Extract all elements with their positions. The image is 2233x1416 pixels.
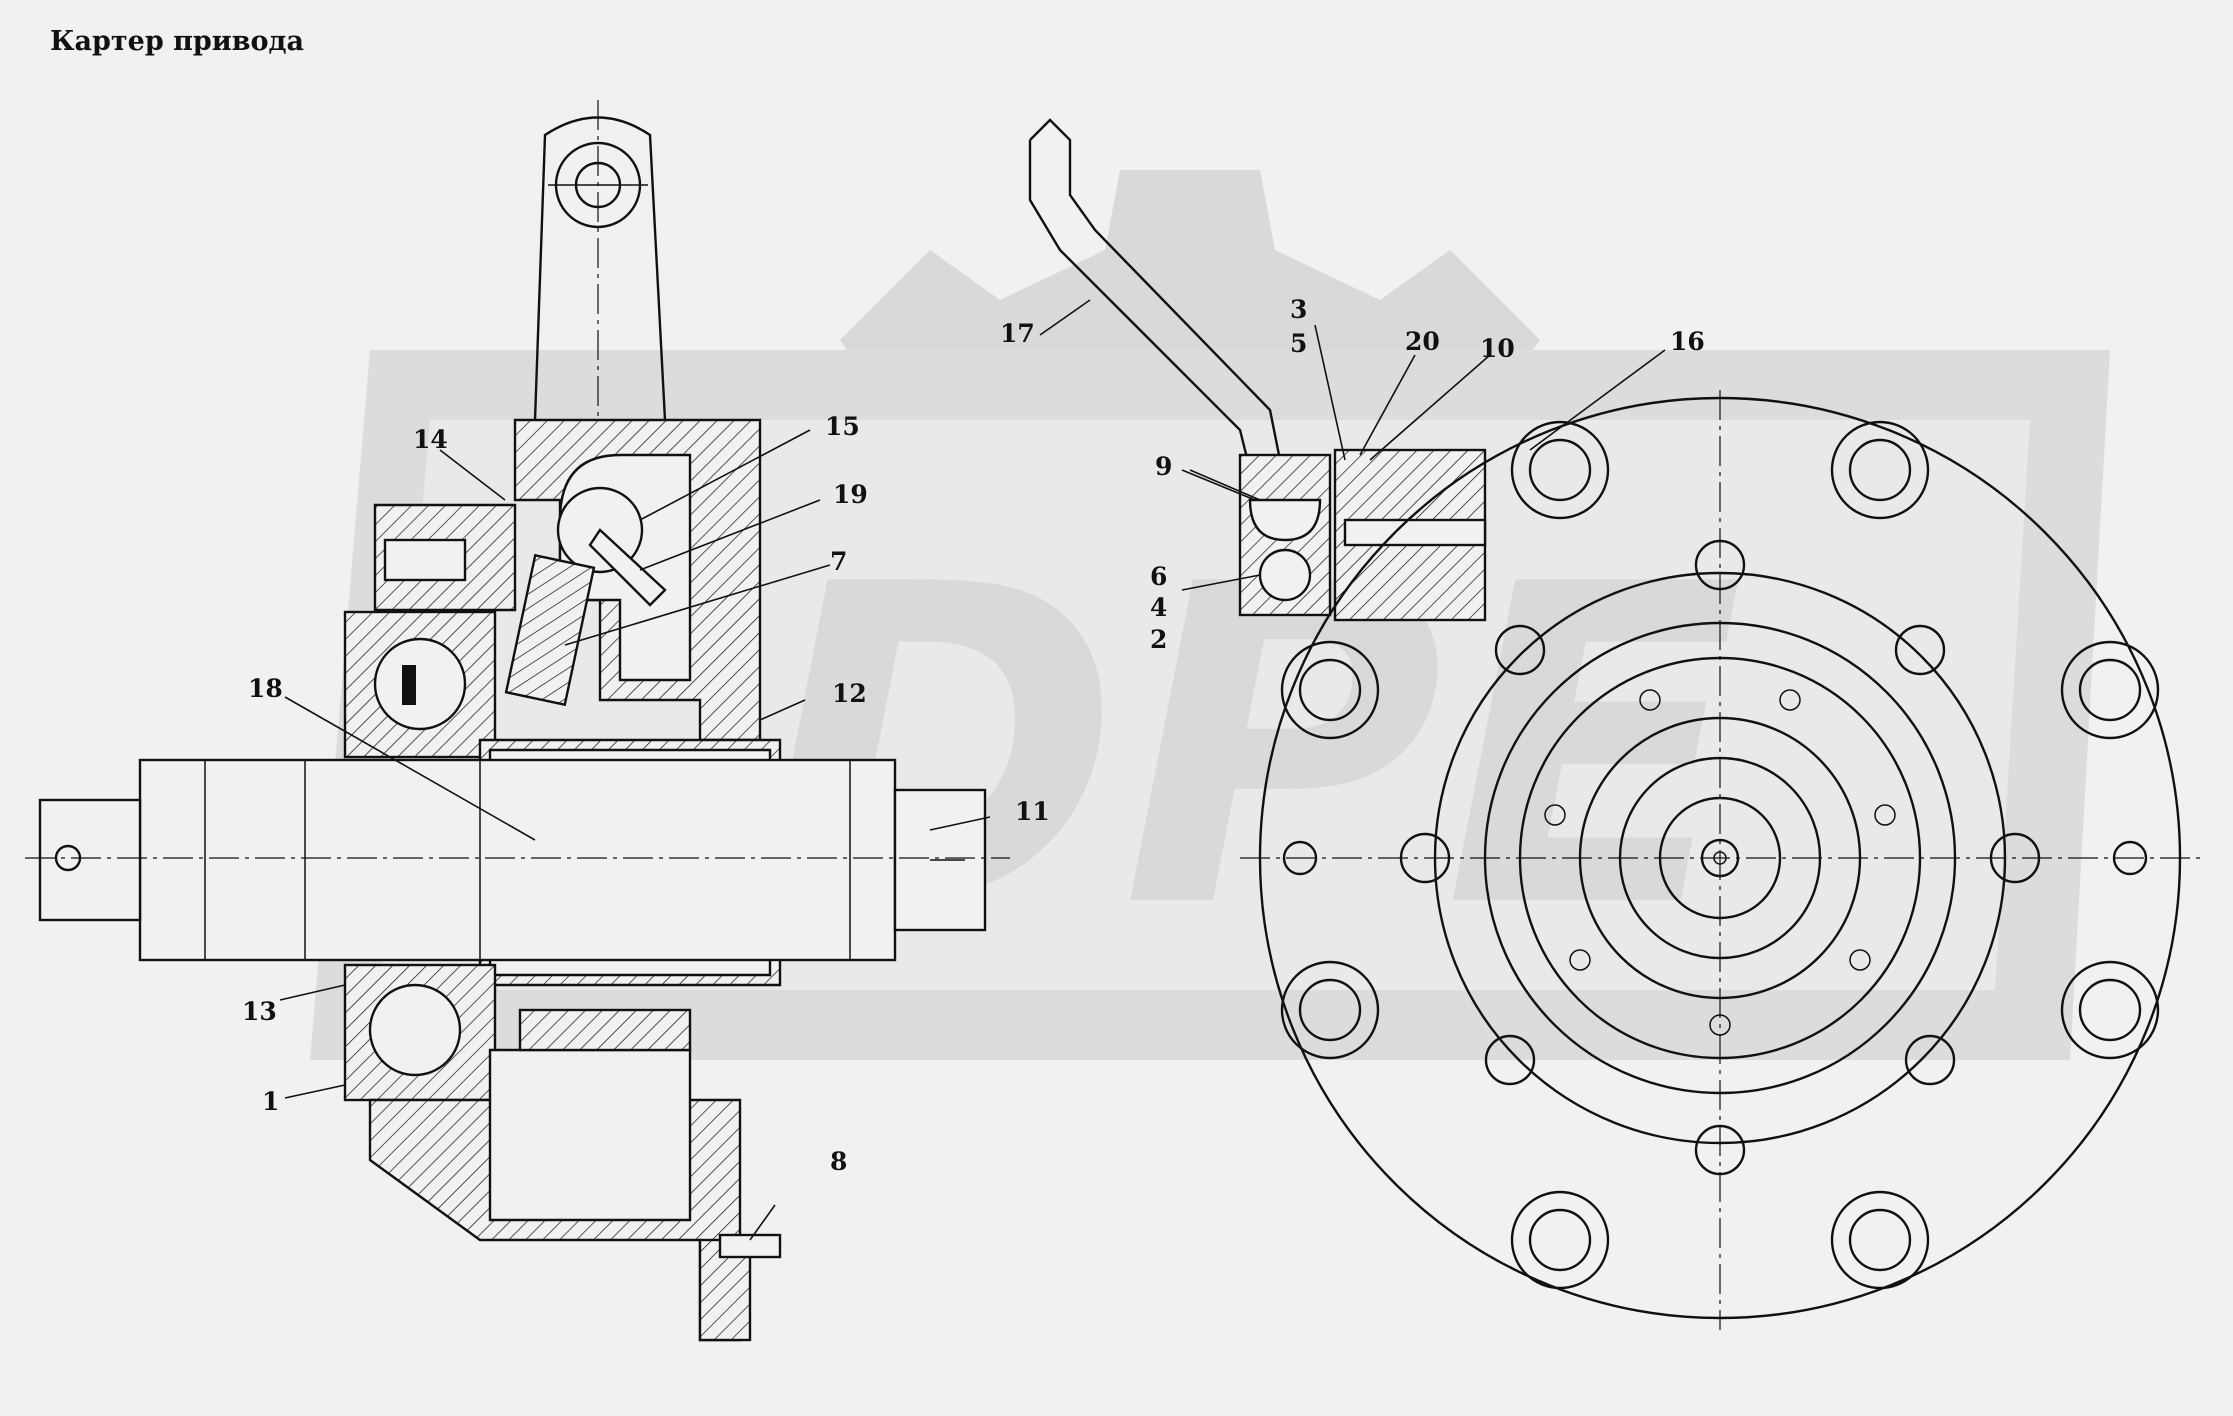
- callout-4: 4: [1150, 593, 1167, 622]
- callout-7: 7: [830, 547, 847, 576]
- diagram-title: Картер привода: [50, 26, 305, 57]
- callout-18: 18: [248, 674, 283, 703]
- callout-14: 14: [413, 425, 448, 454]
- callout-16: 16: [1670, 327, 1705, 356]
- callout-19: 19: [833, 480, 868, 509]
- callout-12: 12: [832, 679, 867, 708]
- callout-5: 5: [1290, 329, 1307, 358]
- section-view: [25, 100, 1010, 1342]
- callout-20: 20: [1405, 327, 1440, 356]
- callout-2: 2: [1150, 625, 1167, 654]
- callout-8: 8: [830, 1147, 847, 1176]
- end-view: [1240, 390, 2200, 1330]
- callout-15: 15: [825, 412, 860, 441]
- callout-13: 13: [242, 997, 277, 1026]
- callout-3: 3: [1290, 295, 1307, 324]
- callout-labels: 1 2 3 4 5 6 7 8 9 10 11 12 13 14 15 16 1…: [242, 295, 1705, 1176]
- callout-17: 17: [1000, 319, 1035, 348]
- callout-11: 11: [1015, 797, 1050, 826]
- callout-10: 10: [1480, 334, 1515, 363]
- callout-1: 1: [262, 1087, 279, 1116]
- leader-lines: [279, 299, 1666, 1241]
- callout-6: 6: [1150, 562, 1167, 591]
- callout-9: 9: [1155, 452, 1172, 481]
